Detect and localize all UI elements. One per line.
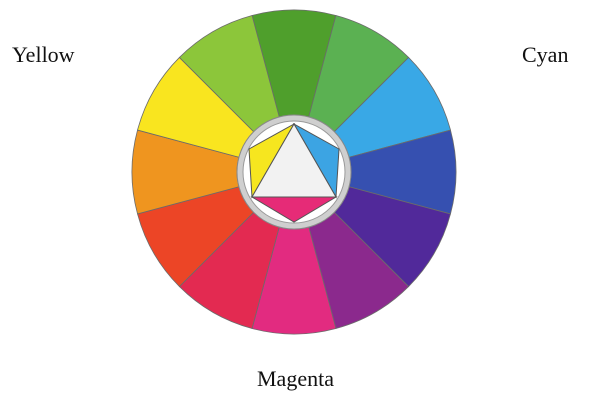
center-triangles <box>237 115 351 229</box>
